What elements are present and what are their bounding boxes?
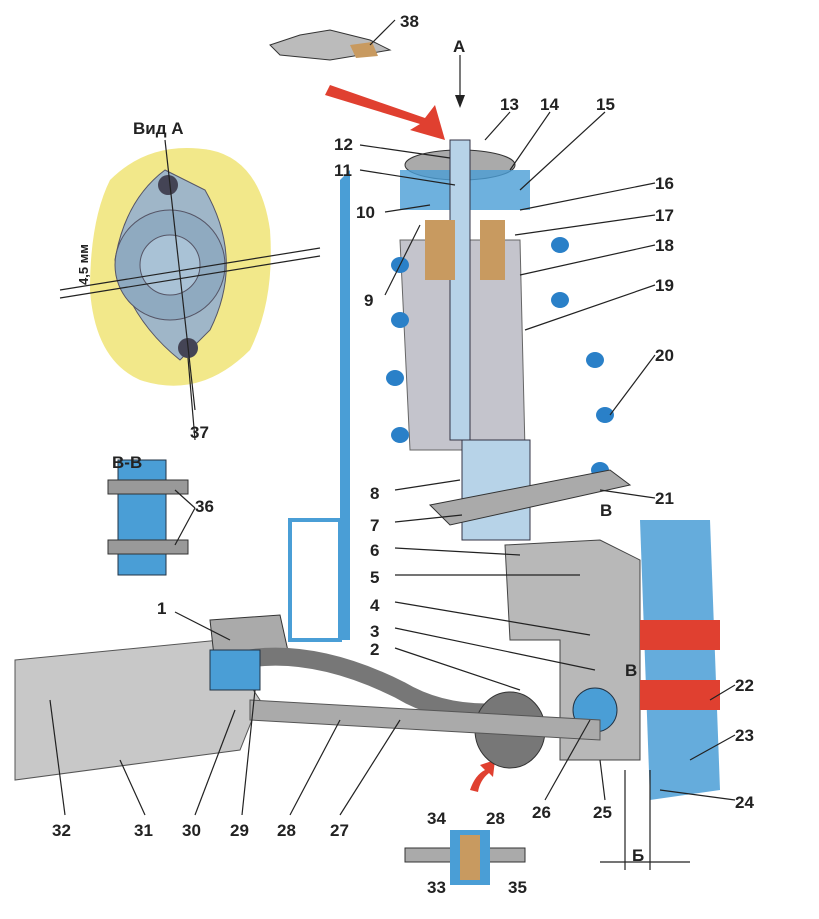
callout-18: 18 [655,236,674,255]
callout-29: 29 [230,821,249,840]
callout-8: 8 [370,484,379,503]
rotate-arrow-icon [470,760,495,792]
detail-bushing [404,830,526,885]
callout-9: 9 [364,291,373,310]
callout-25: 25 [593,803,612,822]
callout-4: 4 [370,596,380,615]
callout-21: 21 [655,489,674,508]
callout-15: 15 [596,95,615,114]
detail-38-insert [350,42,378,58]
callout-5: 5 [370,568,379,587]
callout-3: 3 [370,622,379,641]
lower-arm-and-stabilizer [14,614,601,781]
callout-37: 37 [190,423,209,442]
direction-arrow-icon [325,85,445,140]
dimension-b-label: Б [632,846,644,865]
view-a-title: Вид А [133,119,184,138]
callout-23: 23 [735,726,754,745]
callout-12: 12 [334,135,353,154]
callout-36: 36 [195,497,214,516]
callout-31: 31 [134,821,153,840]
callout-33: 33 [427,878,446,897]
section-v-top: В [600,501,612,520]
callout-35: 35 [508,878,527,897]
callout-19: 19 [655,276,674,295]
callout-11: 11 [334,161,352,180]
callout-34: 34 [427,809,446,828]
dimension-4-5mm: 4,5 мм [76,244,91,285]
leader-lines [49,19,736,816]
strut-assembly [288,139,632,642]
callout-6: 6 [370,541,379,560]
view-arrow-a-label: А [453,37,465,56]
section-bb-title: В-В [112,453,142,472]
callout-30: 30 [182,821,201,840]
callout-26: 26 [532,803,551,822]
callout-22: 22 [735,676,754,695]
callout-20: 20 [655,346,674,365]
callout-2: 2 [370,640,379,659]
callout-7: 7 [370,516,379,535]
callout-16: 16 [655,174,674,193]
knuckle-hub [504,520,720,800]
callout-1: 1 [157,599,166,618]
callout-28-detail: 28 [486,809,505,828]
callout-13: 13 [500,95,519,114]
callout-28: 28 [277,821,296,840]
section-bb-detail [107,459,189,576]
callout-38: 38 [400,12,419,31]
callout-24: 24 [735,793,754,812]
view-a-detail [59,139,321,411]
section-v-bottom: В [625,661,637,680]
callout-10: 10 [356,203,375,222]
callout-27: 27 [330,821,349,840]
callout-14: 14 [540,95,559,114]
callout-labels: 38 А 13 14 15 12 11 10 9 16 17 18 19 20 … [52,12,754,897]
callout-17: 17 [655,206,674,225]
callout-32: 32 [52,821,71,840]
